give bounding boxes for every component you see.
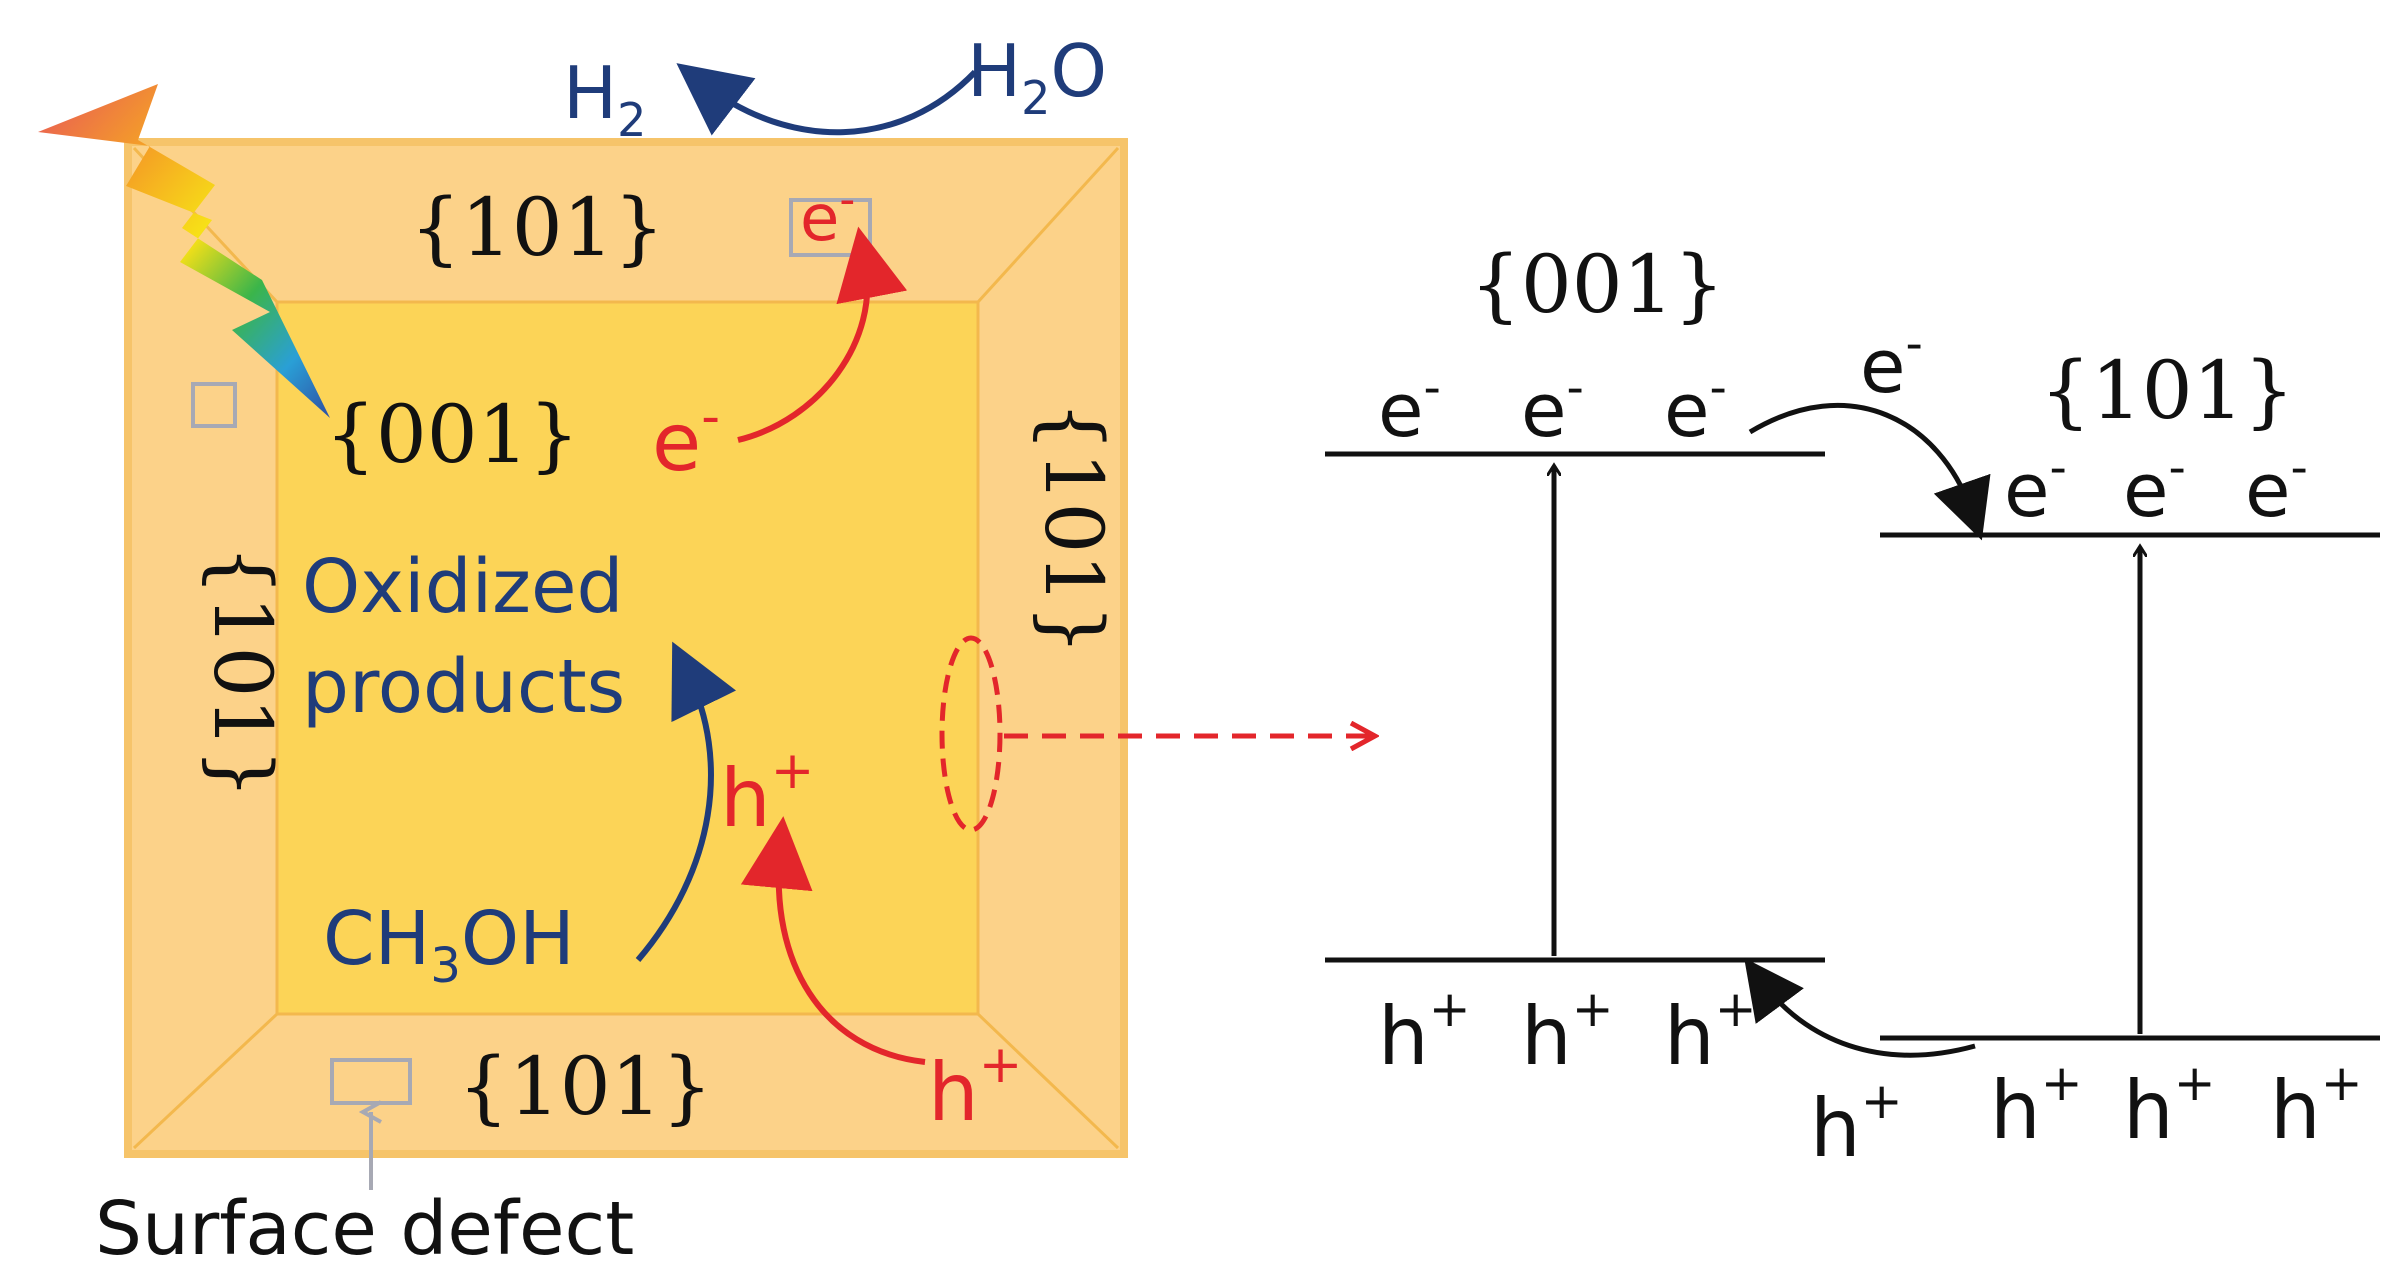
oxidation-arrow [635,641,737,962]
hole-migration-arrow [740,816,926,1065]
facet-left-label: {101} [196,545,289,800]
methanol-label: CH3OH [323,896,575,994]
light-bolt-icon [38,84,330,418]
band-facet-001-label: {001} [1470,238,1725,331]
hole-transfer-arrow [1744,957,1976,1058]
vb-101-hole: h+ [2123,1054,2216,1157]
vb-001-hole: h+ [1664,980,1757,1083]
hole-label-center: h+ [720,741,814,845]
hole-label-corner: h+ [928,1035,1022,1139]
transfer-electron-label: e- [1860,316,1923,410]
facet-right-label: {101} [1027,401,1120,656]
zoom-ellipse [939,635,1003,833]
h2o-label: H2O [967,29,1107,125]
defect-box-left [191,382,237,428]
crystal-bevel-bl [132,1012,279,1150]
transfer-hole-label: h+ [1810,1072,1903,1175]
electron-migration-arrow [737,226,908,443]
electron-label: e- [652,387,720,489]
vb-001-hole: h+ [1378,980,1471,1083]
facet-center-label: {001} [325,388,580,481]
band-facet-101-label: {101} [2040,344,2295,437]
cb-001-electron: e- [1378,360,1441,454]
vb-101-hole: h+ [1990,1054,2083,1157]
h2-label: H2 [563,51,646,147]
cb-101-electron: e- [2123,440,2186,534]
vb-101-hole: h+ [2270,1054,2363,1157]
crystal-inner-face [275,300,980,1016]
crystal [124,138,1128,1158]
cb-001-electron: e- [1664,360,1727,454]
crystal-bevel-tr [976,146,1120,304]
electron-transfer-arrow [1748,403,1991,541]
electron-box-label: e- [800,174,855,256]
vb-001-hole: h+ [1521,980,1614,1083]
hydrogen-evolution-arrow [676,63,978,136]
cb-001-electron: e- [1521,360,1584,454]
cb-101-electron: e- [2245,440,2308,534]
cb-101-electron: e- [2004,440,2067,534]
facet-top-label: {101} [410,181,665,274]
crystal-bevel-br [976,1012,1120,1150]
surface-defect-caption: Surface defect [95,1186,634,1272]
band-diagram: {001} {101} e- e- e- e- e- e- e- h+ h+ h… [1325,238,2380,1175]
facet-bottom-label: {101} [458,1040,713,1133]
